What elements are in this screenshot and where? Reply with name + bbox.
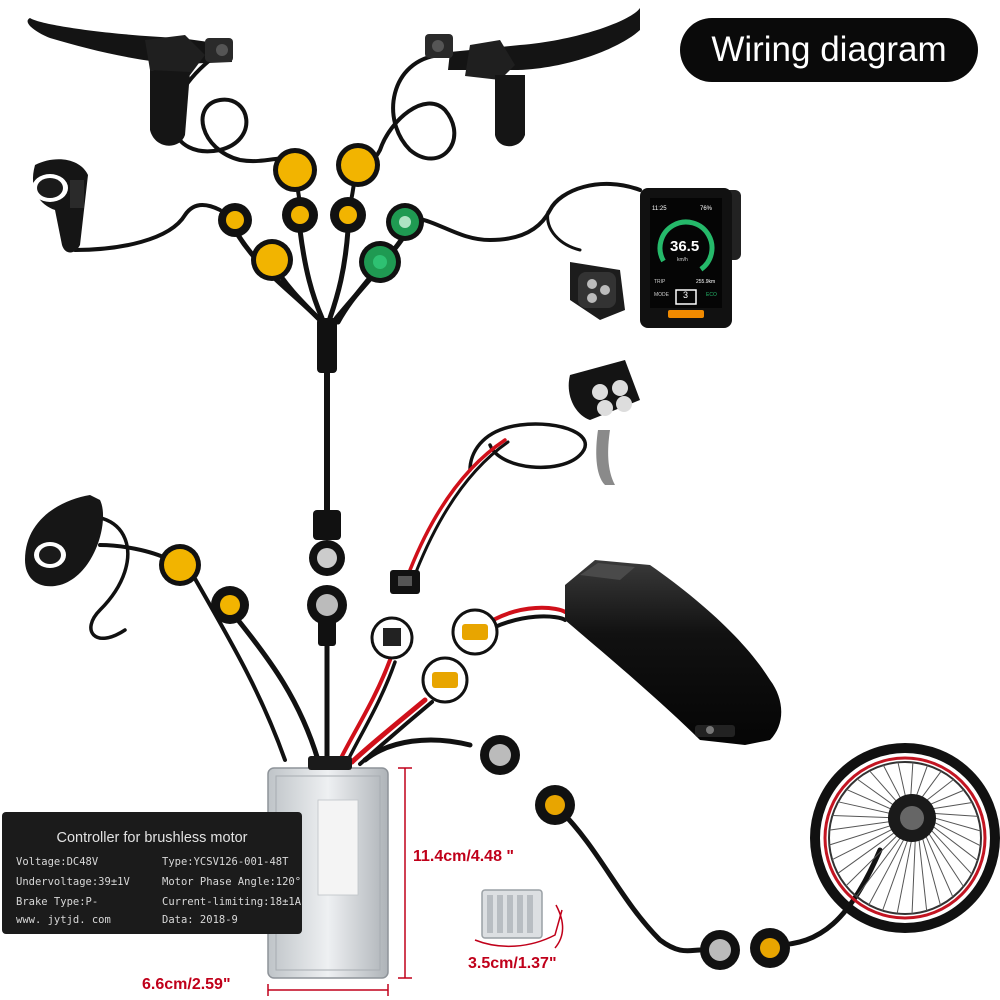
connector-headlight-male (370, 616, 414, 660)
hub-motor-wheel-icon (810, 743, 1000, 933)
controller-spec-label: Controller for brushless motor Voltage:D… (2, 812, 302, 934)
display-mode-label: MODE (654, 292, 669, 298)
spec-undervoltage: Undervoltage:39±1V (16, 876, 130, 888)
display-trip-label: TRIP (654, 279, 666, 285)
wheel-spoke (882, 827, 913, 911)
display-eco-label: ECO (706, 292, 717, 298)
display-trip-value: 255.9km (696, 279, 716, 285)
wheel-spoke (856, 826, 909, 897)
dimension-height: 11.4cm/4.48 " (413, 848, 514, 865)
wheel-spoke (896, 827, 915, 914)
battery-pack-icon (565, 560, 782, 745)
connector-xt60-male (421, 656, 469, 704)
connector-black-4 (282, 197, 318, 233)
display-time: 11:25 (652, 206, 667, 212)
spec-brake-type: Brake Type:P- (16, 896, 99, 908)
spec-current-limit: Current-limiting:18±1A (162, 896, 302, 908)
harness-splitter-icon (317, 318, 337, 373)
connector-pas-yellow (159, 544, 201, 586)
spec-phase-angle: Motor Phase Angle:120° (162, 876, 302, 888)
connector-yellow-7 (251, 239, 293, 281)
harness-connectors (159, 143, 790, 970)
wheel-spoke (868, 827, 911, 906)
display-unit: km/h (677, 257, 688, 263)
connector-main-female (309, 510, 345, 576)
connector-motor-2 (535, 785, 575, 825)
dimension-depth: 3.5cm/1.37" (468, 955, 557, 972)
left-brake-lever-icon (27, 18, 233, 146)
connector-black-3 (218, 203, 252, 237)
connector-xt60-female (451, 608, 499, 656)
connector-motor-4 (750, 928, 790, 968)
connector-motor-3 (700, 930, 740, 970)
controller-heatsink-thumb-icon (481, 889, 543, 939)
display-speed: 36.5 (670, 238, 700, 255)
spec-label-header: Controller for brushless motor (56, 830, 248, 846)
wheel-spoke (845, 825, 907, 887)
dimension-lines (267, 767, 564, 996)
handlebar-button-icon (570, 262, 625, 320)
headlight-icon (568, 360, 640, 485)
right-brake-lever-icon (425, 8, 640, 147)
spec-type: Type:YCSV126-001-48T (162, 856, 289, 868)
spec-voltage: Voltage:DC48V (16, 856, 99, 868)
spec-date: Data: 2018-9 (162, 914, 238, 926)
title-badge: Wiring diagram (680, 18, 978, 82)
connector-headlight-female (390, 570, 420, 594)
dimension-width: 6.6cm/2.59" (142, 976, 231, 993)
thumb-throttle-icon (32, 159, 88, 253)
connector-motor-1 (480, 735, 520, 775)
pas-sensor-icon (25, 495, 104, 587)
connector-yellow-2 (336, 143, 380, 187)
lcd-display-icon (640, 188, 741, 328)
connector-black-5 (330, 197, 366, 233)
connector-green-6 (386, 203, 424, 241)
connector-yellow-1 (273, 148, 317, 192)
connector-main-male (307, 585, 347, 646)
spec-website: www. jytjd. com (16, 914, 111, 926)
connector-pas-black (211, 586, 249, 624)
display-mode-value: 3 (683, 290, 689, 300)
connector-green-8 (359, 241, 401, 283)
page-title: Wiring diagram (711, 30, 947, 69)
display-battery: 76% (700, 206, 713, 212)
